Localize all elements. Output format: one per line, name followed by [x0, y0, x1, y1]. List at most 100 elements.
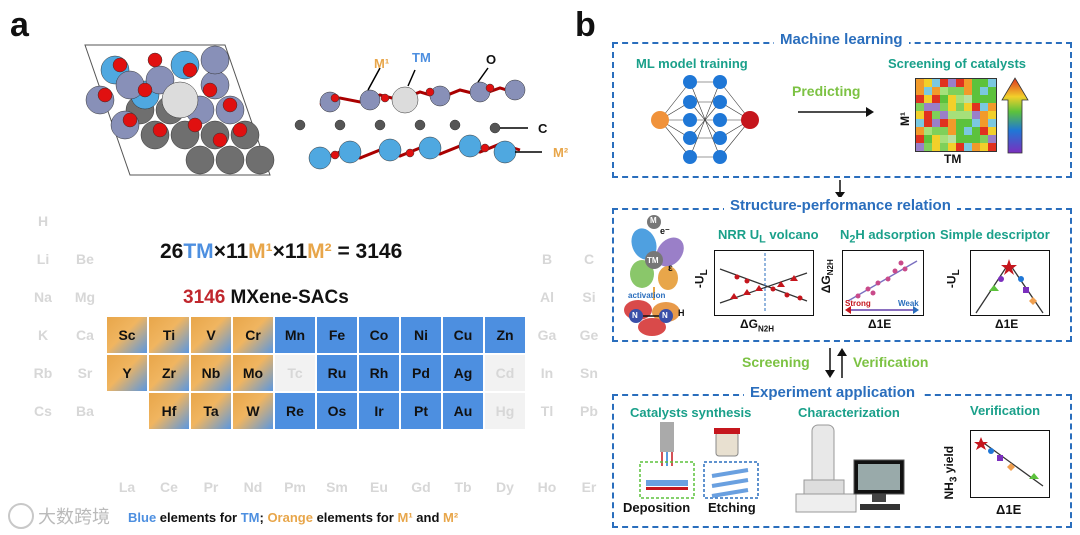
element-b: B [541, 251, 553, 267]
element-pb: Pb [580, 403, 598, 419]
heatmap-cell [964, 111, 972, 119]
label-c: C [538, 121, 548, 136]
weak-label: Weak [898, 299, 919, 308]
descriptor-ylabel: -UL [944, 269, 963, 289]
heatmap-cell [964, 143, 972, 151]
element-mn: Mn [275, 317, 315, 353]
heatmap-cell [916, 143, 924, 151]
heatmap-cell [940, 127, 948, 135]
ml-down-arrow-icon [835, 180, 845, 199]
heatmap-cell [940, 79, 948, 87]
predicting-arrow-icon [798, 107, 874, 117]
element-ga: Ga [537, 327, 557, 343]
heatmap-cell [916, 79, 924, 87]
heatmap-cell [948, 87, 956, 95]
element-ce: Ce [160, 479, 178, 495]
heatmap-cell [988, 103, 996, 111]
heatmap-cell [980, 87, 988, 95]
element-ho: Ho [537, 479, 557, 495]
ml-training-label: ML model training [636, 56, 748, 71]
heatmap-cell [972, 119, 980, 127]
heatmap-cell [924, 79, 932, 87]
heatmap-cell [988, 119, 996, 127]
heatmap-cell [932, 135, 940, 143]
element-y: Y [107, 355, 147, 391]
heatmap-cell [964, 95, 972, 103]
element-cu: Cu [443, 317, 483, 353]
element-c: C [583, 251, 595, 267]
heatmap-cell [980, 127, 988, 135]
heatmap-cell [940, 119, 948, 127]
nh3-xlabel: Δ1E [996, 502, 1022, 517]
heatmap-cell [948, 135, 956, 143]
heatmap-cell [940, 143, 948, 151]
color-legend: Blue elements for TM; Orange elements fo… [128, 510, 459, 525]
heatmap-cell [964, 103, 972, 111]
element-sr: Sr [77, 365, 93, 381]
heatmap-cell [948, 79, 956, 87]
mxene-sac-count: 3146 MXene-SACs [183, 287, 349, 308]
characterization-label: Characterization [798, 405, 900, 420]
element-rh: Rh [359, 355, 399, 391]
element-hf: Hf [149, 393, 189, 429]
panel-b-letter: b [575, 6, 596, 44]
element-la: La [118, 479, 136, 495]
heatmap-cell [924, 143, 932, 151]
element-al: Al [540, 289, 554, 305]
element-co: Co [359, 317, 399, 353]
heatmap-cell [972, 127, 980, 135]
heatmap-cell [948, 111, 956, 119]
element-si: Si [582, 289, 596, 305]
element-h: H [37, 213, 49, 229]
heatmap-cell [916, 135, 924, 143]
element-ir: Ir [359, 393, 399, 429]
heatmap-cell [988, 143, 996, 151]
element-cd: Cd [485, 355, 525, 391]
heatmap-cell [932, 143, 940, 151]
top-view-structure-image [84, 44, 275, 176]
element-tb: Tb [454, 479, 472, 495]
heatmap-cell [916, 87, 924, 95]
heatmap-cell [948, 103, 956, 111]
orbital-m-label: M [650, 216, 657, 225]
heatmap-cell [940, 95, 948, 103]
element-ba: Ba [76, 403, 94, 419]
element-nb: Nb [191, 355, 231, 391]
heatmap-cell [924, 135, 932, 143]
heatmap-cell [980, 95, 988, 103]
verification-flow-label: Verification [853, 354, 929, 370]
element-os: Os [317, 393, 357, 429]
catalyst-heatmap [915, 78, 997, 152]
heatmap-cell [972, 143, 980, 151]
synthesis-illustration-image [639, 422, 759, 499]
nh3-ylabel: NH3 yield [942, 445, 960, 500]
heatmap-cell [916, 111, 924, 119]
label-tm: TM [412, 50, 431, 65]
watermark-logo-icon [8, 503, 34, 529]
microscope-illustration-image [795, 424, 905, 513]
heatmap-cell [932, 119, 940, 127]
sp-title: Structure-performance relation [724, 197, 957, 214]
heatmap-cell [924, 127, 932, 135]
heatmap-cell [948, 127, 956, 135]
screening-verification-arrows-icon [825, 348, 847, 378]
heatmap-cell [964, 79, 972, 87]
predicting-label: Predicting [792, 83, 861, 99]
heatmap-cell [956, 95, 964, 103]
element-tl: Tl [540, 403, 554, 419]
heatmap-cell [932, 79, 940, 87]
exp-verification-label: Verification [970, 403, 1041, 418]
heatmap-cell [932, 127, 940, 135]
element-cs: Cs [34, 403, 52, 419]
element-pd: Pd [401, 355, 441, 391]
heatmap-cell [972, 95, 980, 103]
orbital-n2-label: N [662, 311, 668, 320]
element-li: Li [36, 251, 50, 267]
watermark: 大数跨境 [8, 503, 110, 529]
screening-catalysts-label: Screening of catalysts [888, 56, 1026, 71]
element-ca: Ca [76, 327, 94, 343]
n2h-adsorption-plot [842, 250, 924, 316]
heatmap-cell [988, 135, 996, 143]
heatmap-cell [956, 143, 964, 151]
orbital-diagram-image [624, 215, 684, 336]
